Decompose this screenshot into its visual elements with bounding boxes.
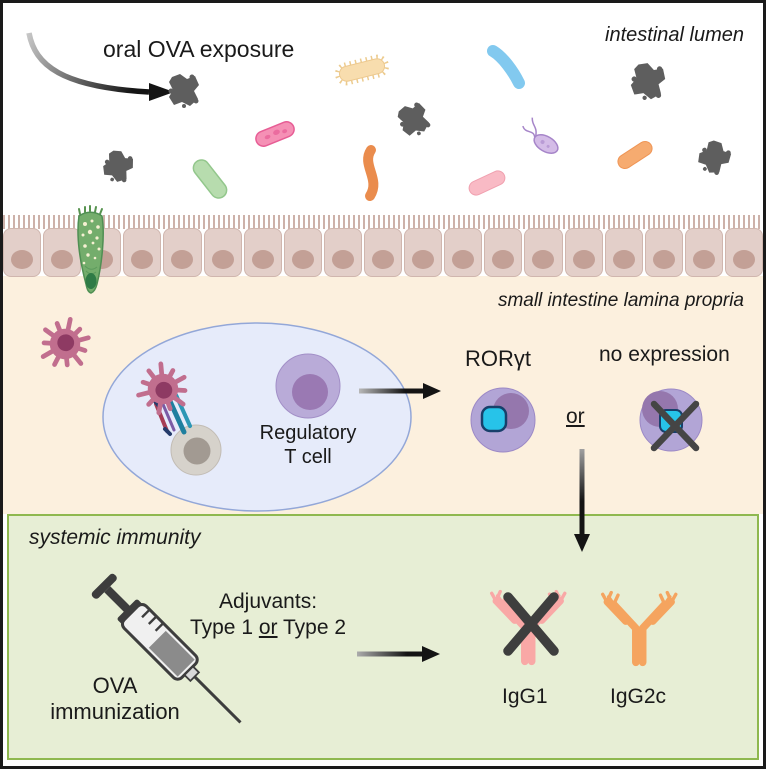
adjuvants-title: Adjuvants:: [218, 590, 318, 613]
roryt-label: RORγt: [465, 346, 531, 371]
epithelial-cell: [163, 228, 202, 277]
ova-antigen-icons: [98, 60, 736, 188]
adjuvants-label: Adjuvants: Type 1 or Type 2: [182, 589, 354, 642]
epithelial-cell: [363, 228, 403, 277]
epithelial-cell: [724, 228, 763, 277]
epithelial-cell: [83, 228, 122, 277]
epithelial-cell: [283, 228, 322, 277]
epithelial-cell: [43, 228, 82, 277]
oral-ova-exposure-label: oral OVA exposure: [103, 36, 295, 62]
bacterium-tan-icon: [334, 54, 390, 86]
bacterium-blue-icon: [487, 45, 525, 89]
bacterium-lightpink-icon: [468, 170, 506, 196]
epithelial-cell: [524, 228, 563, 277]
no-expression-label: no expression: [599, 343, 730, 366]
igg1-label: IgG1: [502, 685, 548, 708]
epithelial-cell: [323, 228, 362, 277]
bacterium-icons: [192, 45, 653, 201]
epithelial-cell: [604, 228, 643, 277]
epithelial-cell: [243, 228, 282, 277]
or-label: or: [566, 405, 585, 428]
systemic-immunity-label: systemic immunity: [29, 526, 201, 549]
epithelial-cell: [3, 228, 42, 277]
epithelial-cell: [444, 228, 483, 277]
bacterium-orange-curved-icon: [363, 145, 379, 201]
intestinal-lumen-label: intestinal lumen: [605, 24, 744, 46]
ova-immunization-label: OVA immunization: [50, 673, 180, 725]
adjuvants-options: Type 1 or Type 2: [189, 616, 347, 640]
epithelial-cell: [484, 228, 523, 277]
epithelial-cell: [644, 228, 683, 277]
epithelial-cell: [203, 228, 242, 277]
epithelial-cell: [684, 228, 723, 277]
lamina-propria-label: small intestine lamina propria: [497, 290, 744, 311]
bacterium-flagellated-icon: [522, 117, 559, 154]
bacterium-pink-dotted-icon: [255, 121, 295, 147]
epithelial-cell: [123, 228, 162, 277]
epithelial-cell: [404, 228, 443, 277]
bacterium-green-icon: [192, 159, 228, 199]
microvilli-brush-border: [3, 215, 763, 229]
epithelial-cell: [564, 228, 603, 277]
igg2c-label: IgG2c: [610, 685, 667, 708]
epithelial-cell-row: [3, 228, 763, 277]
regulatory-t-cell-label: Regulatory T cell: [259, 422, 357, 468]
bacterium-orange-icon: [617, 140, 653, 170]
